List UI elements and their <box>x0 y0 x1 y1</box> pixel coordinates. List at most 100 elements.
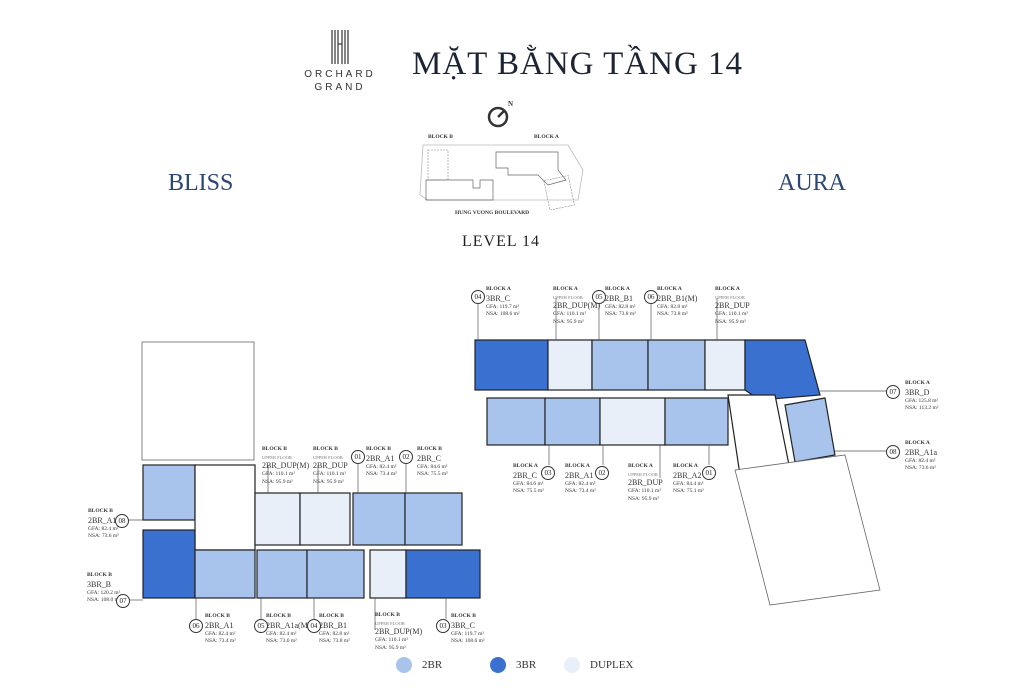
unit-nsa: NSA: 73.6 m² <box>88 533 119 539</box>
unit-b-duplex <box>299 492 351 546</box>
legend-3br-label: 3BR <box>516 659 537 671</box>
unit-nsa: NSA: 75.5 m² <box>513 488 544 494</box>
unit-number-badge: 08 <box>886 445 900 459</box>
unit-gfa: GFA: 110.1 m² <box>375 637 408 643</box>
unit-gfa: GFA: 82.4 m² <box>366 463 397 470</box>
block-a-lower-wing <box>734 454 881 606</box>
unit-block: BLOCK A <box>905 380 930 386</box>
unit-nsa: NSA: 73.6 m² <box>266 638 297 644</box>
logo-line-2: GRAND <box>314 82 366 93</box>
unit-gfa: GFA: 84.6 m² <box>513 480 544 487</box>
logo-mark-icon <box>331 30 349 64</box>
unit-number-badge: 07 <box>886 385 900 399</box>
unit-gfa: GFA: 82.4 m² <box>205 630 236 637</box>
unit-gfa: GFA: 110.1 m² <box>313 471 346 477</box>
unit-b-03 <box>405 549 481 599</box>
unit-a-05 <box>591 339 649 391</box>
unit-number-badge: 08 <box>115 514 129 528</box>
logo-line-1: ORCHARD <box>304 69 376 80</box>
unit-block: BLOCK A <box>673 463 698 469</box>
unit-upper-floor: UPPER FLOOR <box>715 294 745 300</box>
unit-nsa: NSA: 73.8 m² <box>605 311 636 317</box>
unit-a-06 <box>647 339 706 391</box>
unit-block: BLOCK A <box>565 463 590 469</box>
unit-gfa: GFA: 120.2 m² <box>87 589 121 596</box>
unit-block: BLOCK A <box>905 440 930 446</box>
unit-upper-floor: UPPER FLOOR <box>553 294 583 300</box>
legend-3br-swatch <box>490 657 506 673</box>
orchard-grand-logo: ORCHARD GRAND <box>300 30 380 94</box>
unit-gfa: GFA: 110.1 m² <box>715 311 748 317</box>
unit-gfa: GFA: 82.4 m² <box>565 480 596 487</box>
unit-number-badge: 01 <box>351 450 365 464</box>
unit-block: BLOCK B <box>366 446 391 452</box>
unit-b-04 <box>306 549 365 599</box>
unit-block: BLOCK B <box>451 613 476 619</box>
unit-nsa: NSA: 73.6 m² <box>905 465 936 471</box>
legend-2br-label: 2BR <box>422 659 443 671</box>
unit-type: 2BR_DUP <box>715 301 750 310</box>
unit-number-badge: 03 <box>541 466 555 480</box>
unit-upper-floor: UPPER FLOOR <box>628 471 658 477</box>
unit-type: 2BR_A1a <box>88 515 120 525</box>
unit-a-07 <box>744 339 821 401</box>
unit-block: BLOCK B <box>313 446 338 452</box>
unit-block: BLOCK B <box>262 446 287 452</box>
unit-gfa: GFA: 82.4 m² <box>266 630 297 637</box>
block-b-name: BLISS <box>168 170 234 196</box>
unit-number-badge: 03 <box>436 619 450 633</box>
unit-a-04 <box>474 339 549 391</box>
unit-nsa: NSA: 108.6 m² <box>486 311 520 317</box>
unit-b-02 <box>404 492 463 546</box>
unit-number-badge: 06 <box>644 290 658 304</box>
unit-nsa: NSA: 95.9 m² <box>628 495 659 502</box>
keymap-road-label: HUNG VUONG BOULEVARD <box>455 210 530 216</box>
unit-block: BLOCK A <box>628 463 653 469</box>
unit-block: BLOCK B <box>88 508 113 514</box>
unit-type: 2BR_C <box>417 453 442 463</box>
unit-type: 2BR_DUP(M) <box>262 461 310 470</box>
unit-type: 3BR_C <box>486 293 511 303</box>
unit-type: 3BR_C <box>451 620 476 630</box>
unit-nsa: NSA: 75.1 m² <box>673 488 704 494</box>
legend-2br: 2BR <box>396 657 442 673</box>
unit-type: 2BR_B1(M) <box>657 293 698 303</box>
unit-type: 2BR_A2 <box>673 470 702 480</box>
unit-nsa: NSA: 73.4 m² <box>366 471 397 477</box>
unit-number-badge: 02 <box>399 450 413 464</box>
unit-block: BLOCK B <box>319 613 344 619</box>
unit-block: BLOCK A <box>486 286 511 292</box>
unit-nsa: NSA: 73.4 m² <box>565 488 596 494</box>
unit-a-duplex-m <box>547 339 593 391</box>
unit-block: BLOCK A <box>715 286 740 292</box>
unit-upper-floor: UPPER FLOOR <box>262 454 292 460</box>
unit-gfa: GFA: 119.7 m² <box>451 630 484 637</box>
unit-nsa: NSA: 95.9 m² <box>715 318 746 325</box>
unit-type: 2BR_B1 <box>605 293 634 303</box>
unit-nsa: NSA: 95.9 m² <box>375 644 406 651</box>
unit-block: BLOCK B <box>205 613 230 619</box>
keymap-block-b: BLOCK B <box>428 134 453 140</box>
unit-type: 2BR_DUP(M) <box>553 301 601 310</box>
unit-type: 2BR_DUP <box>628 478 663 487</box>
unit-nsa: NSA: 73.4 m² <box>205 638 236 644</box>
unit-block: BLOCK B <box>87 572 112 578</box>
compass-north-label: N <box>508 100 514 108</box>
unit-type: 3BR_D <box>905 387 930 397</box>
legend-3br: 3BR <box>490 657 536 673</box>
